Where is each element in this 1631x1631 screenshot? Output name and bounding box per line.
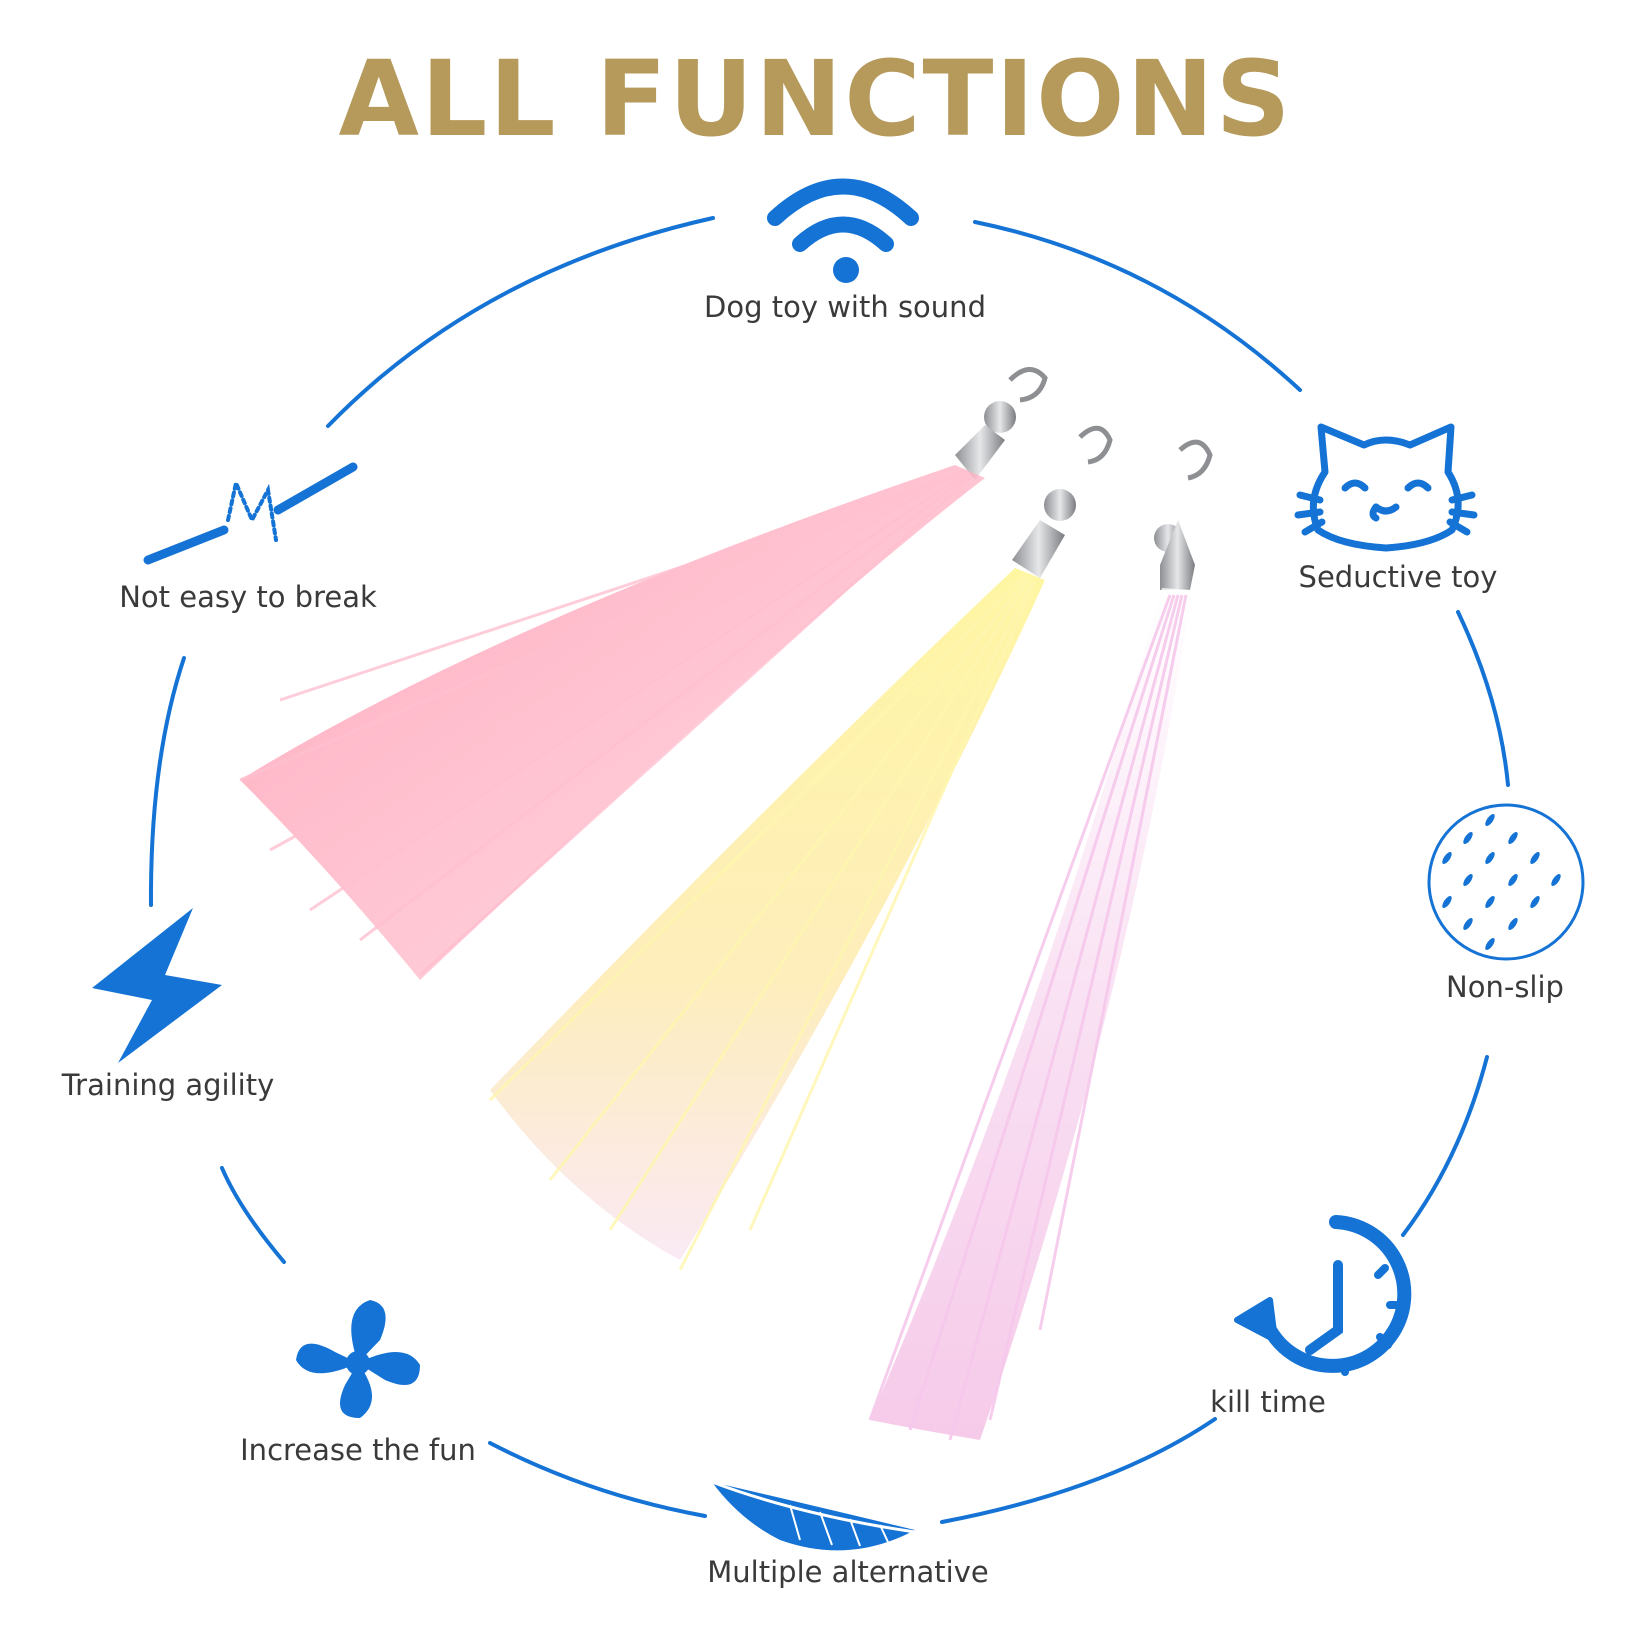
non-slip-texture-icon: [1427, 803, 1585, 961]
feature-label-multiple-alternative: Multiple alternative: [707, 1555, 989, 1589]
feature-label-not-easy-to-break: Not easy to break: [119, 580, 377, 614]
wifi-sound-icon: [767, 178, 919, 283]
feature-label-training-agility: Training agility: [61, 1068, 275, 1102]
lightning-bolt-icon: [92, 908, 222, 1063]
clock-arrow-icon: [1234, 1215, 1412, 1376]
feature-label-increase-the-fun: Increase the fun: [240, 1433, 476, 1467]
tassel-toy-pink: [239, 367, 1048, 980]
pinwheel-icon: [296, 1300, 420, 1418]
feature-label-seductive-toy: Seductive toy: [1298, 560, 1498, 594]
feature-label-kill-time: kill time: [1210, 1385, 1326, 1419]
ring-arc-left-lower: [220, 1166, 286, 1264]
feature-label-dog-toy-with-sound: Dog toy with sound: [704, 290, 986, 324]
ring-arc-left-upper: [148, 656, 186, 907]
feather-icon: [711, 1480, 916, 1551]
feature-label-non-slip: Non-slip: [1446, 970, 1564, 1004]
ring-arc-bottom-left: [488, 1441, 707, 1518]
ring-arcs: [148, 216, 1510, 1524]
ring-arc-right-upper: [1456, 610, 1510, 787]
page-title: ALL FUNCTIONS: [338, 38, 1293, 160]
stretch-line-icon: [143, 462, 358, 565]
tassel-toy-white: [868, 439, 1213, 1441]
ring-arc-right-lower: [1401, 1055, 1489, 1237]
ring-arc-top-left: [326, 216, 715, 428]
cat-face-icon: [1294, 423, 1478, 552]
tassel-toy-yellow: [488, 425, 1113, 1271]
ring-arc-bottom-right: [940, 1417, 1217, 1524]
ring-arc-top-right: [973, 220, 1302, 392]
